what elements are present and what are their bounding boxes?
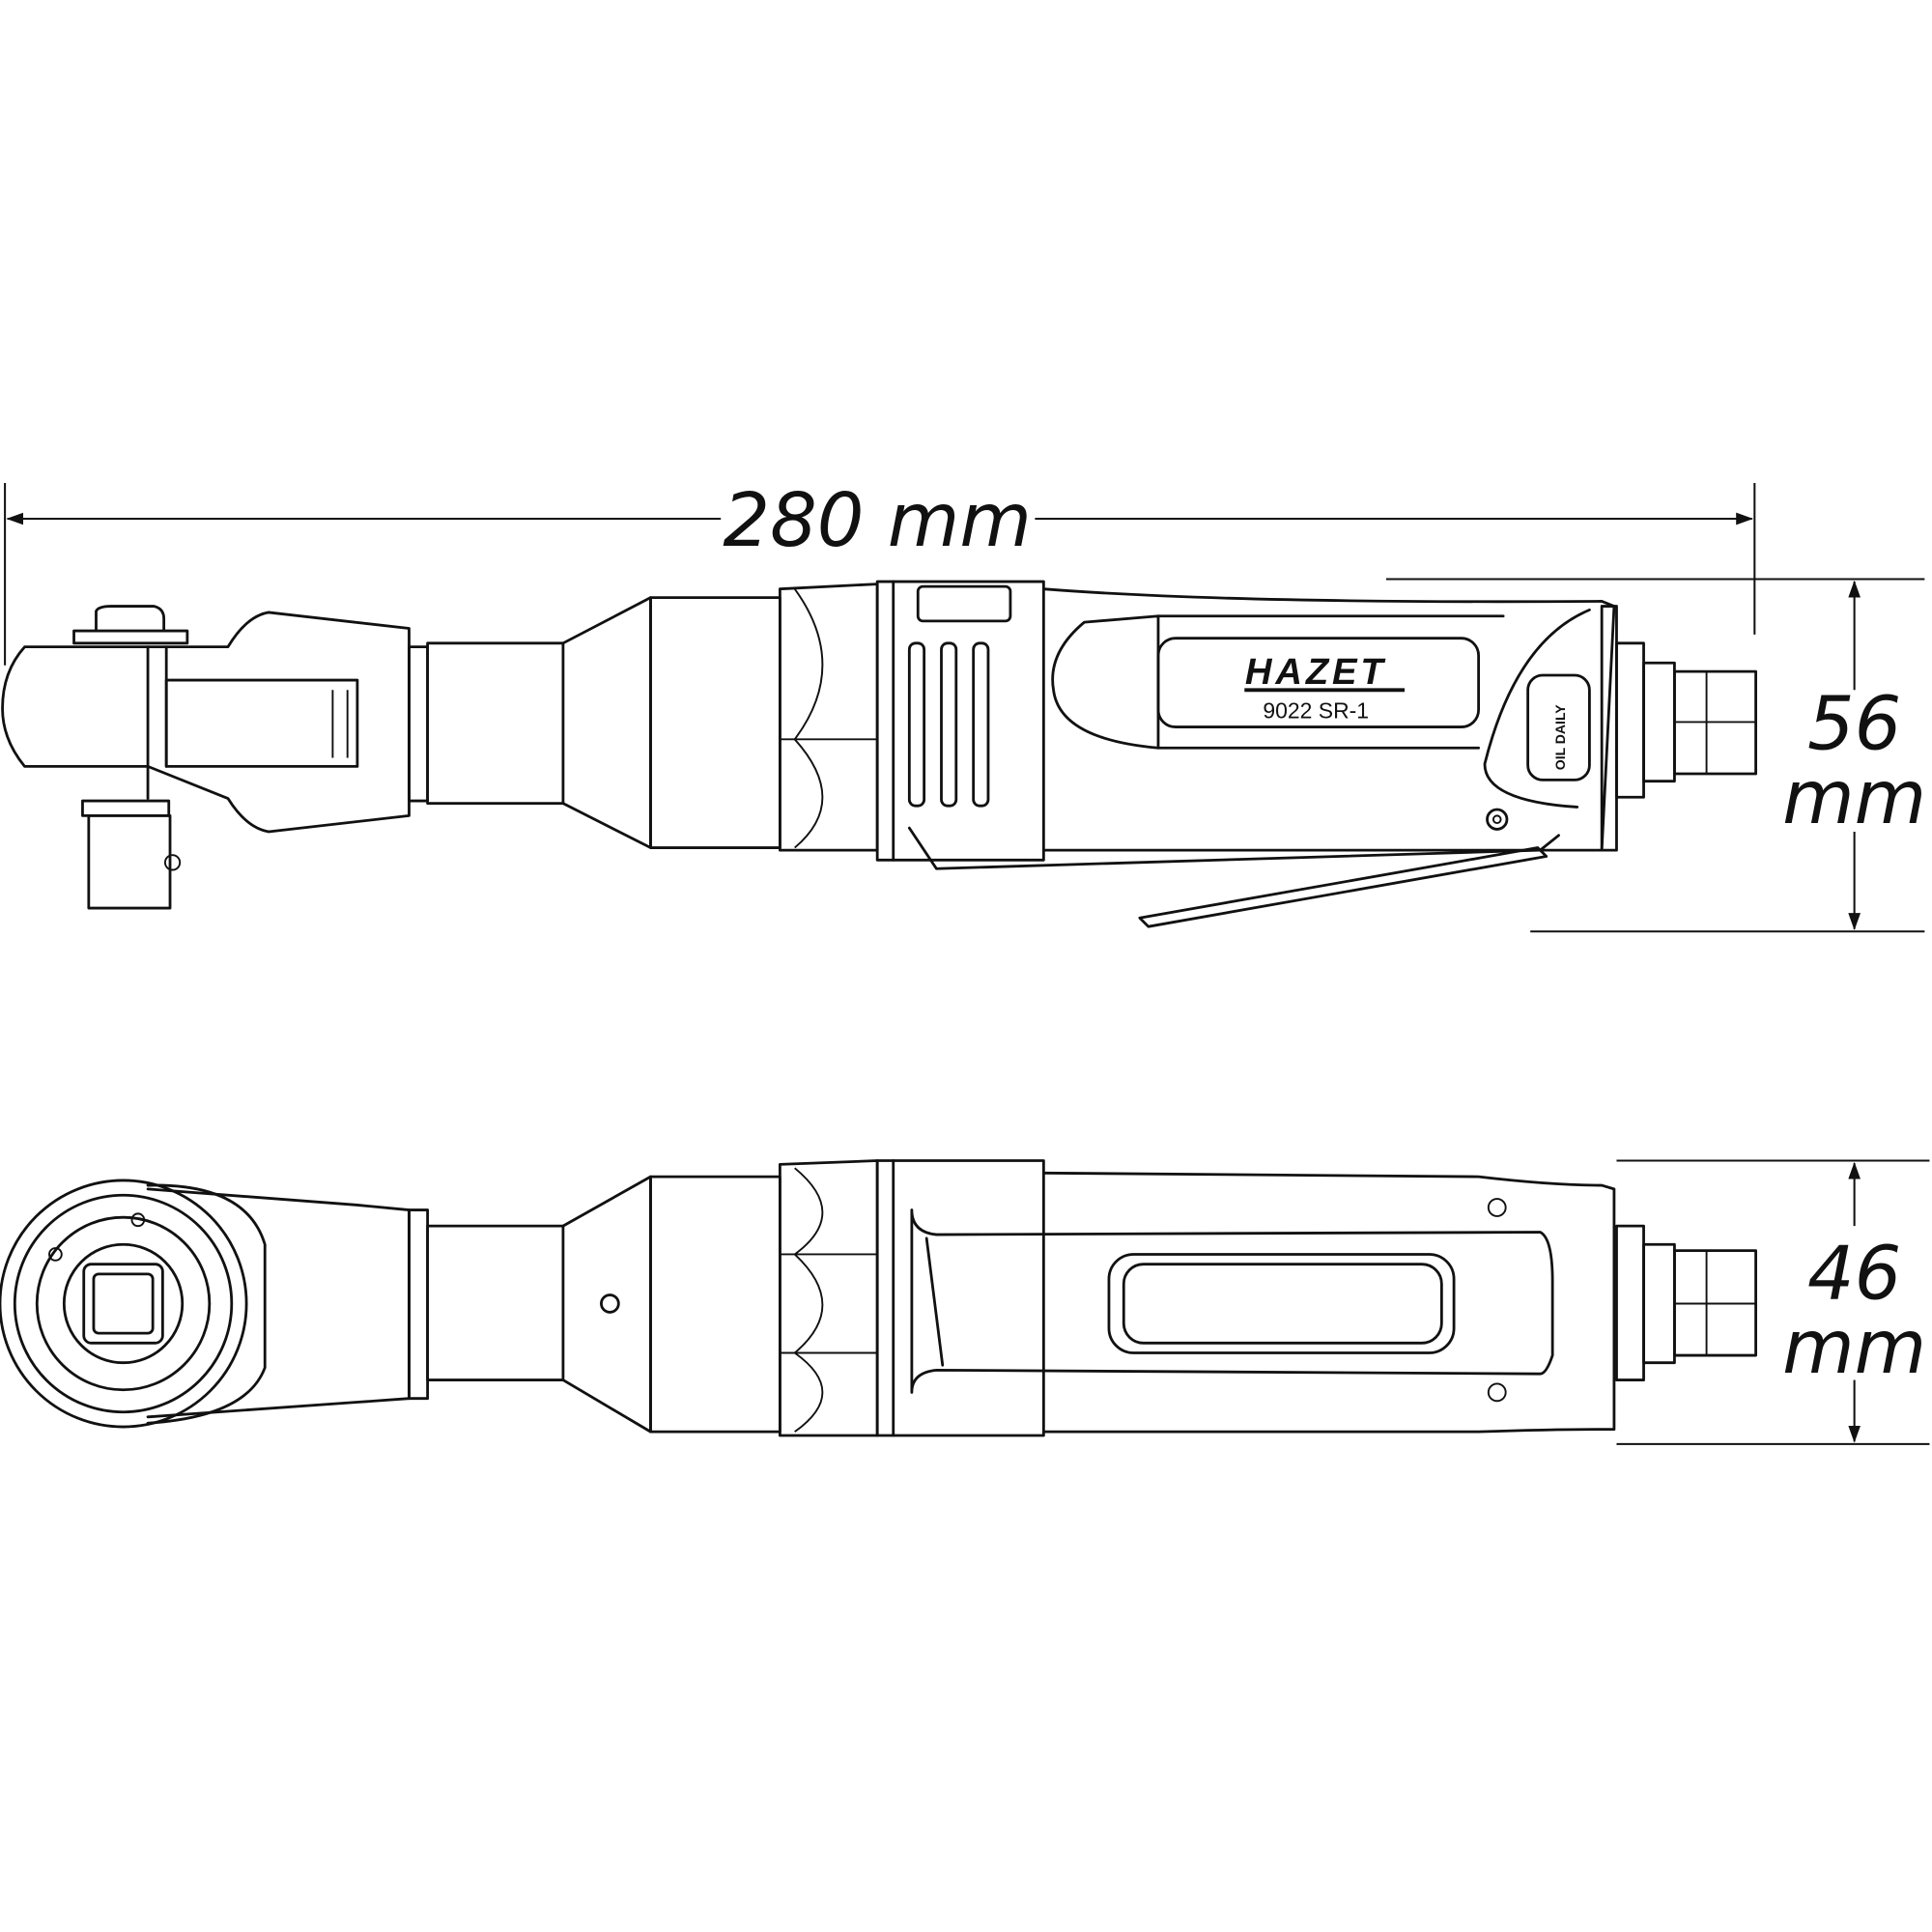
length-dimension: 280 mm	[4, 478, 1756, 666]
top-view-ratchet	[0, 1159, 1758, 1437]
side-view-ratchet: HAZET 9022 SR-1 OIL DAILY	[1, 580, 1758, 928]
height-dimension: 56 mm	[1385, 578, 1926, 933]
width-dimension-unit: mm	[1782, 1305, 1926, 1391]
length-dimension-label: 280 mm	[723, 478, 1031, 564]
model-number: 9022 SR-1	[1263, 698, 1369, 724]
height-dimension-unit: mm	[1782, 755, 1926, 841]
height-dimension-value: 56	[1807, 682, 1901, 768]
oil-notice: OIL DAILY	[1552, 704, 1568, 770]
brand-logo: HAZET	[1245, 651, 1387, 693]
model-label-plate	[1156, 637, 1481, 728]
width-dimension: 46 mm	[1616, 1159, 1930, 1445]
width-dimension-value: 46	[1807, 1231, 1901, 1317]
oil-notice-plate	[1526, 673, 1591, 781]
